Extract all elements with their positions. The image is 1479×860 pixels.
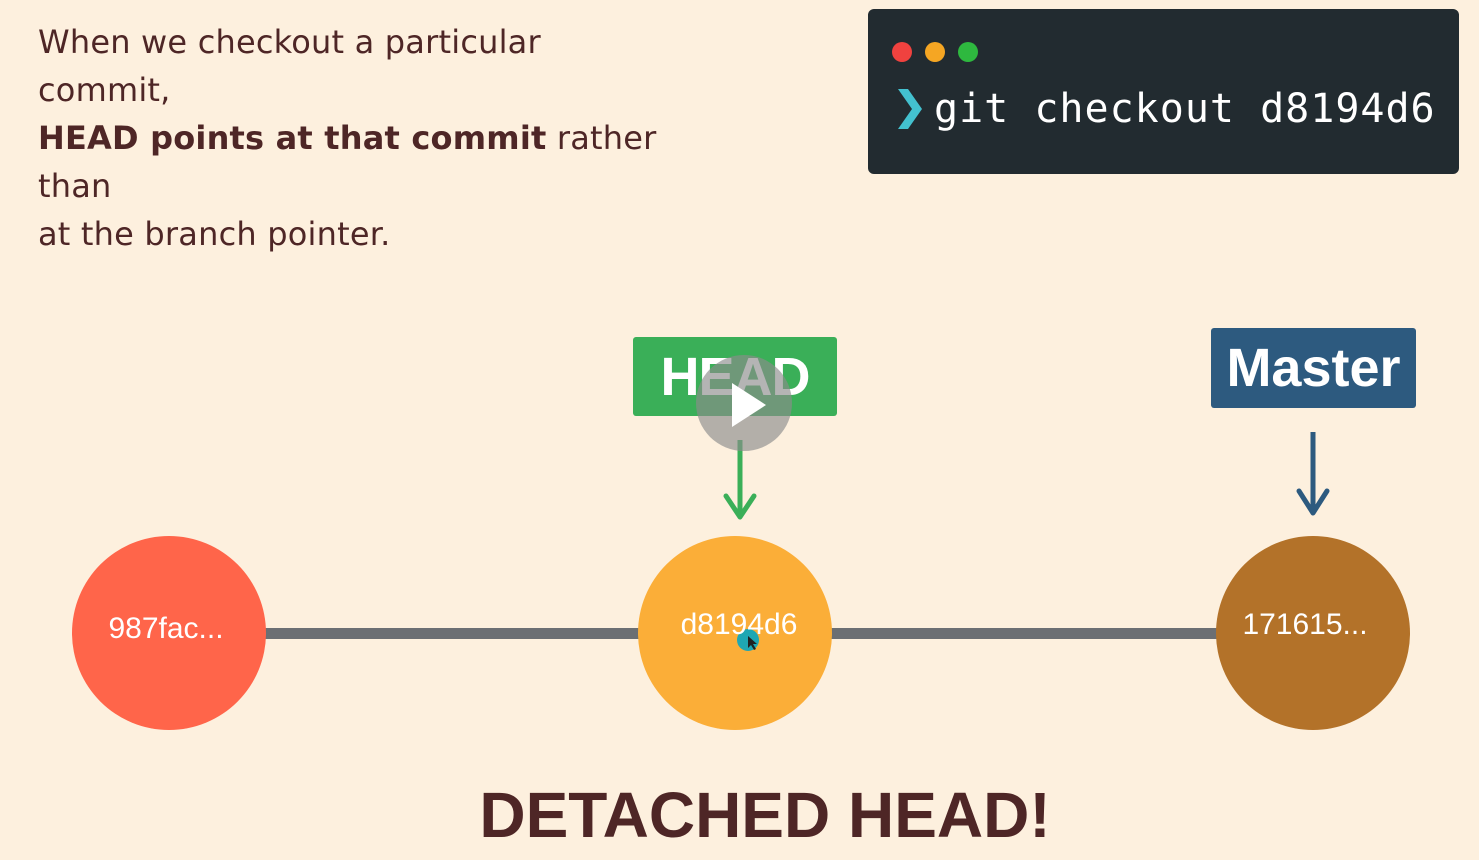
commit-node-171615 bbox=[1216, 536, 1410, 730]
master-arrow-icon bbox=[1296, 488, 1330, 516]
minimize-dot-icon bbox=[925, 42, 945, 62]
intro-bold-text: HEAD points at that commit bbox=[38, 119, 547, 157]
mouse-pointer-icon bbox=[748, 636, 757, 650]
intro-text: When we checkout a particular commit, HE… bbox=[38, 18, 678, 258]
intro-line-3: at the branch pointer. bbox=[38, 215, 391, 253]
terminal-command: git checkout d8194d6 bbox=[934, 86, 1436, 132]
commit-node-987fac bbox=[72, 536, 266, 730]
commit-label-987fac: 987fac... bbox=[108, 612, 224, 645]
commit-label-d8194d6: d8194d6 bbox=[680, 608, 798, 641]
master-branch-label: Master bbox=[1211, 328, 1416, 408]
prompt-chevron-icon bbox=[892, 83, 928, 135]
head-arrow-icon bbox=[723, 493, 757, 520]
play-button[interactable] bbox=[696, 355, 792, 451]
maximize-dot-icon bbox=[958, 42, 978, 62]
close-dot-icon bbox=[892, 42, 912, 62]
intro-line-2-rest: rather than bbox=[38, 119, 657, 205]
intro-line-1: When we checkout a particular commit, bbox=[38, 23, 541, 109]
commit-label-171615: 171615... bbox=[1242, 608, 1368, 641]
terminal-window: git checkout d8194d6 bbox=[868, 9, 1459, 174]
detached-head-caption: DETACHED HEAD! bbox=[479, 779, 1051, 851]
commit-node-d8194d6 bbox=[638, 536, 832, 730]
play-icon bbox=[732, 383, 766, 427]
